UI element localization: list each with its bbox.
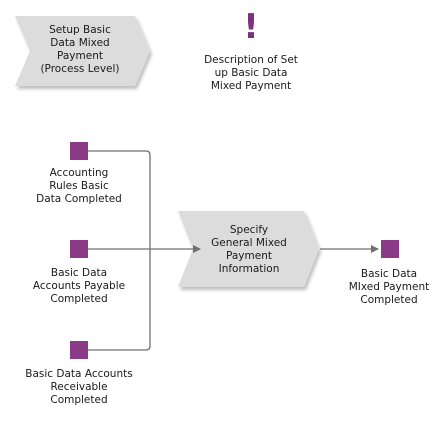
event-label-accounts-receivable: Basic Data Accounts Receivable Completed (25, 368, 133, 406)
event-marker-accounts-receivable[interactable] (70, 341, 88, 359)
exclamation-icon: ! (243, 7, 259, 47)
connector-event-3 (88, 249, 151, 351)
process-level-label: Setup Basic Data Mixed Payment (Process … (40, 24, 120, 75)
event-label-mixed-payment: Basic Data MIxed Payment Completed (348, 268, 430, 306)
event-label-accounting-rules: Accounting Rules Basic Data Completed (36, 167, 122, 205)
event-marker-mixed-payment[interactable] (381, 240, 399, 258)
connector-event-1 (88, 150, 151, 249)
description-label: Description of Set up Basic Data Mixed P… (204, 54, 298, 92)
event-label-accounts-payable: Basic Data Accounts Payable Completed (32, 267, 126, 305)
event-marker-accounting-rules[interactable] (70, 142, 88, 160)
event-marker-accounts-payable[interactable] (70, 240, 88, 258)
function-shape[interactable] (178, 211, 319, 287)
process-level-shape[interactable] (15, 16, 150, 86)
function-label: Specify General Mixed Payment Informatio… (211, 224, 287, 275)
